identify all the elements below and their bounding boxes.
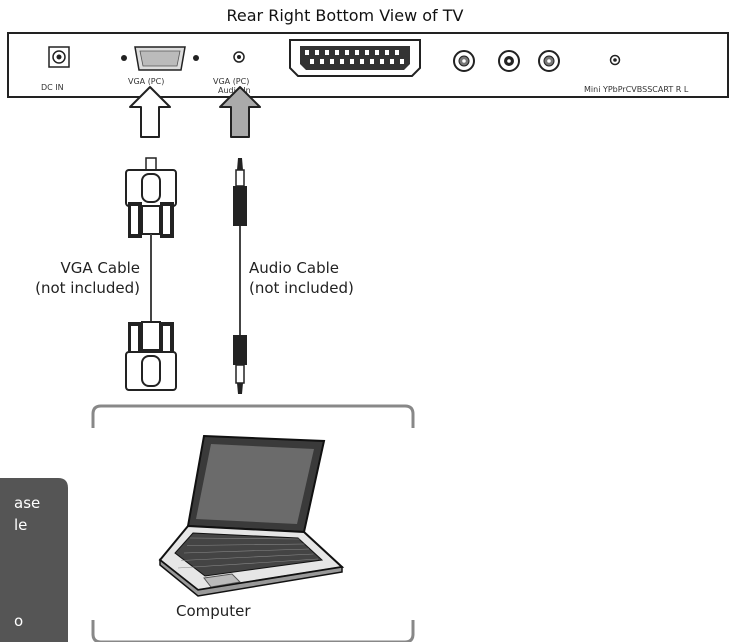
note-fragment-1: ase <box>14 494 40 512</box>
audio-in-label-1: VGA (PC) <box>213 77 249 86</box>
audio-cable-note: (not included) <box>249 279 354 297</box>
vga-cable-note: (not included) <box>35 279 140 297</box>
audio-up-arrow-icon <box>219 86 261 138</box>
audio-plug-icon <box>233 335 247 394</box>
dc-in-label: DC IN <box>41 83 64 92</box>
note-fragment-3: o <box>14 612 23 630</box>
mini-jack-icon <box>609 54 621 66</box>
rca-jack-icon <box>498 50 520 72</box>
right-ports-label: Mini YPbPrCVBSSCART R L <box>584 85 689 94</box>
rca-jack-icon <box>453 50 475 72</box>
audio-in-label-2: Audio In <box>218 86 251 95</box>
computer-bracket-bottom <box>91 620 415 642</box>
laptop-icon <box>158 434 345 597</box>
rca-jack-icon <box>538 50 560 72</box>
scart-port-icon <box>289 39 421 77</box>
vga-cable-label: VGA Cable <box>61 259 141 277</box>
computer-bracket-top <box>91 404 415 428</box>
diagram-title: Rear Right Bottom View of TV <box>227 6 464 25</box>
note-fragment-2: le <box>14 516 27 534</box>
vga-connector-icon <box>125 157 177 238</box>
note-box: ase le o <box>0 478 68 642</box>
vga-connector-icon <box>125 321 177 391</box>
vga-port-label: VGA (PC) <box>128 77 164 86</box>
vga-up-arrow-icon <box>129 86 171 138</box>
audio-in-port-icon <box>233 51 245 63</box>
computer-label: Computer <box>176 602 251 620</box>
audio-plug-icon <box>233 158 247 226</box>
dc-in-port-icon <box>48 46 70 68</box>
vga-port-icon <box>121 46 199 71</box>
audio-cable-label: Audio Cable <box>249 259 339 277</box>
